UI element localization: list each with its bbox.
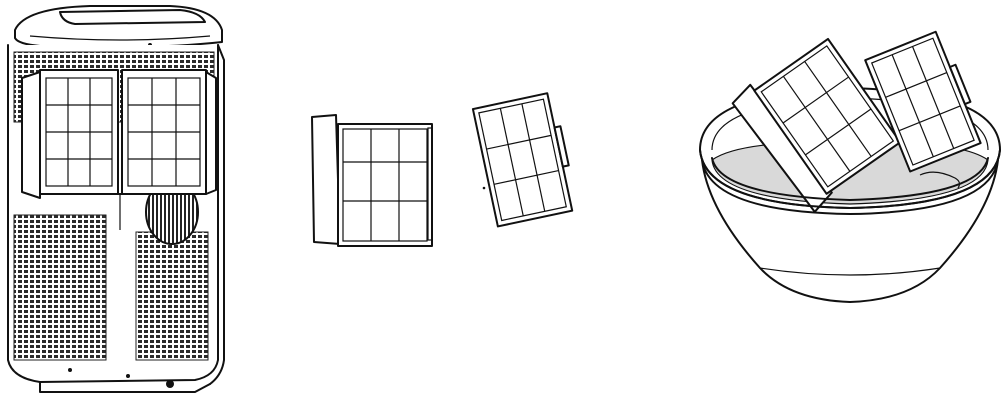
removed-filters bbox=[312, 92, 578, 246]
lower-right-grille bbox=[136, 232, 208, 360]
basin-wash bbox=[700, 30, 1000, 302]
control-panel bbox=[60, 10, 205, 24]
filter-tilted bbox=[473, 92, 578, 226]
lower-left-grille bbox=[14, 215, 106, 360]
left-filter-door bbox=[22, 70, 118, 198]
right-filter-door bbox=[122, 70, 216, 194]
filter-flat bbox=[312, 115, 432, 246]
portable-ac-unit bbox=[8, 6, 224, 392]
